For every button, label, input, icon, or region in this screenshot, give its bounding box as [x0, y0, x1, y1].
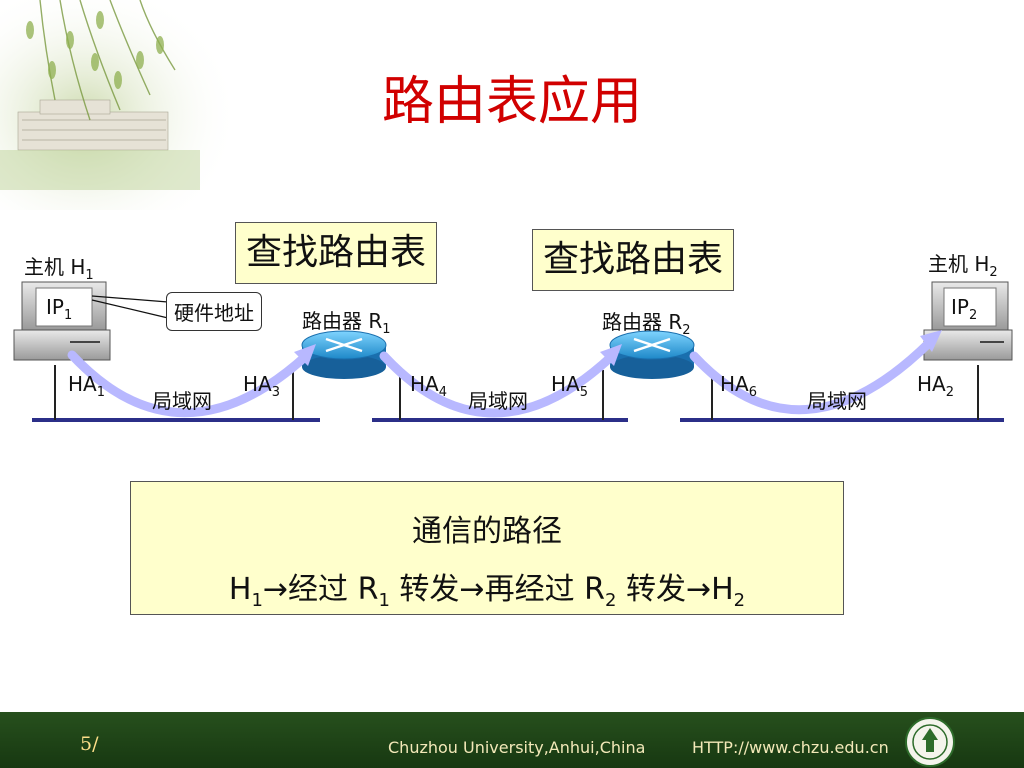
arrow-heads	[294, 330, 942, 366]
network-diagram	[13, 281, 1013, 422]
lan-label-1: 局域网	[152, 389, 212, 413]
university-logo-icon	[905, 717, 955, 767]
lan-drops	[54, 365, 979, 420]
host-1-computer-icon	[13, 281, 111, 361]
host-1-ip: IP1	[46, 295, 73, 323]
path-arrows	[67, 337, 935, 418]
router-2-icon	[609, 330, 695, 379]
lan-label-2: 局域网	[468, 389, 528, 413]
hardware-address-callout: 硬件地址	[166, 292, 262, 331]
router-2-label: 路由器 R2	[602, 310, 691, 338]
router-1-icon	[301, 330, 387, 379]
title-suffix: 应用	[538, 72, 643, 132]
page-number: 5/	[80, 733, 99, 755]
path-arrow-1	[67, 350, 311, 418]
router-1-label: 路由器 R1	[302, 309, 391, 337]
university-url: HTTP://www.chzu.edu.cn	[692, 738, 889, 757]
communication-path-box: 通信的路径 H1→经过 R1 转发→再经过 R2 转发→H2	[130, 481, 844, 615]
host-2-ip: IP2	[951, 295, 978, 323]
path-arrow-3	[689, 337, 935, 415]
lan-label-3: 局域网	[807, 389, 867, 413]
path-arrow-2	[379, 351, 617, 418]
ha-label-5: HA5	[551, 372, 589, 400]
page-title: 路由表应用	[0, 76, 1024, 128]
host-1-label: 主机 H1	[24, 255, 94, 283]
title-main: 路由表	[381, 72, 538, 132]
campus-scenery-decoration	[0, 0, 240, 210]
university-name: Chuzhou University,Anhui,China	[388, 738, 646, 757]
ha-label-1: HA1	[68, 372, 106, 400]
ha-label-3: HA3	[243, 372, 281, 400]
hardware-address-callout-lines	[91, 295, 169, 319]
footer-bar	[0, 712, 1024, 768]
path-description: H1→经过 R1 转发→再经过 R2 转发→H2	[228, 572, 746, 611]
lookup-box-r1: 查找路由表	[235, 222, 438, 284]
host-2-label: 主机 H2	[928, 252, 998, 280]
ha-label-2: HA2	[917, 372, 955, 400]
path-heading: 通信的路径	[412, 514, 562, 549]
ha-label-6: HA6	[720, 372, 758, 400]
ha-label-4: HA4	[410, 372, 448, 400]
lookup-box-r2: 查找路由表	[532, 229, 735, 291]
